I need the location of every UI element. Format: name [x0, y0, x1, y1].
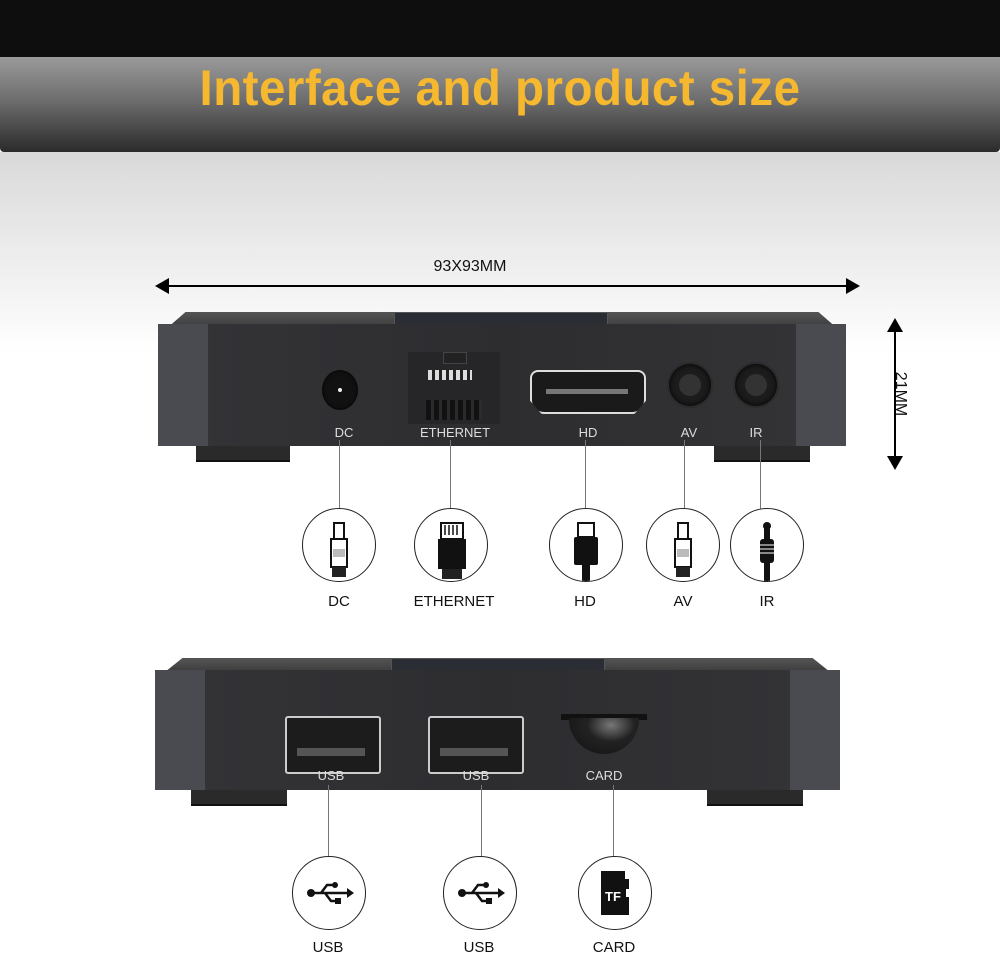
- usb-icon: [443, 856, 517, 930]
- leader-line: [613, 785, 614, 857]
- usb-port-2: [428, 716, 524, 774]
- av-plug-icon: [646, 508, 720, 582]
- leader-line: [760, 440, 761, 510]
- usb-icon: [292, 856, 366, 930]
- arrow-up-icon: [887, 318, 903, 332]
- icon-label-av: AV: [673, 593, 693, 610]
- icon-label-ir: IR: [759, 593, 775, 610]
- usb-port-1: [285, 716, 381, 774]
- hdmi-plug-icon: [549, 508, 623, 582]
- tf-card-icon: TF: [578, 856, 652, 930]
- icon-label-card: CARD: [592, 939, 636, 956]
- port-label-hd: HD: [578, 425, 598, 440]
- page-title: Interface and product size: [199, 60, 801, 116]
- icon-label-ethernet: ETHERNET: [413, 593, 495, 610]
- arrow-left-icon: [155, 278, 169, 294]
- device-back-view: USB USB CARD: [155, 658, 840, 808]
- dc-port: [322, 370, 358, 410]
- leader-line: [481, 785, 482, 857]
- device-front-view: DC ETHERNET HD AV IR: [158, 312, 846, 462]
- ethernet-port: [408, 352, 500, 424]
- title-banner: Interface and product size: [0, 57, 1000, 152]
- height-dimension-label: 21MM: [892, 371, 909, 417]
- leader-line: [684, 440, 685, 510]
- port-label-usb-2: USB: [462, 768, 490, 783]
- arrow-right-icon: [846, 278, 860, 294]
- top-black-bar: [0, 0, 1000, 57]
- leader-line: [328, 785, 329, 857]
- width-dimension-label: 93X93MM: [433, 258, 507, 275]
- av-port: [669, 364, 711, 406]
- dc-plug-icon: [302, 508, 376, 582]
- svg-text:TF: TF: [605, 889, 621, 904]
- width-dimension-arrow: [155, 276, 860, 296]
- port-label-card: CARD: [585, 768, 623, 783]
- ir-plug-icon: [730, 508, 804, 582]
- icon-label-hd: HD: [574, 593, 596, 610]
- ir-port: [735, 364, 777, 406]
- port-label-av: AV: [680, 425, 698, 440]
- leader-line: [339, 440, 340, 510]
- port-label-ethernet: ETHERNET: [419, 425, 491, 440]
- port-label-usb-1: USB: [317, 768, 345, 783]
- port-label-ir: IR: [749, 425, 763, 440]
- rj45-plug-icon: [414, 508, 488, 582]
- icon-label-usb-2: USB: [463, 939, 495, 956]
- port-label-dc: DC: [334, 425, 354, 440]
- arrow-down-icon: [887, 456, 903, 470]
- tf-card-slot: [561, 714, 647, 758]
- leader-line: [450, 440, 451, 510]
- icon-label-dc: DC: [328, 593, 350, 610]
- height-dimension-arrow: [885, 318, 905, 470]
- leader-line: [585, 440, 586, 510]
- hdmi-port: [530, 370, 646, 414]
- icon-label-usb-1: USB: [312, 939, 344, 956]
